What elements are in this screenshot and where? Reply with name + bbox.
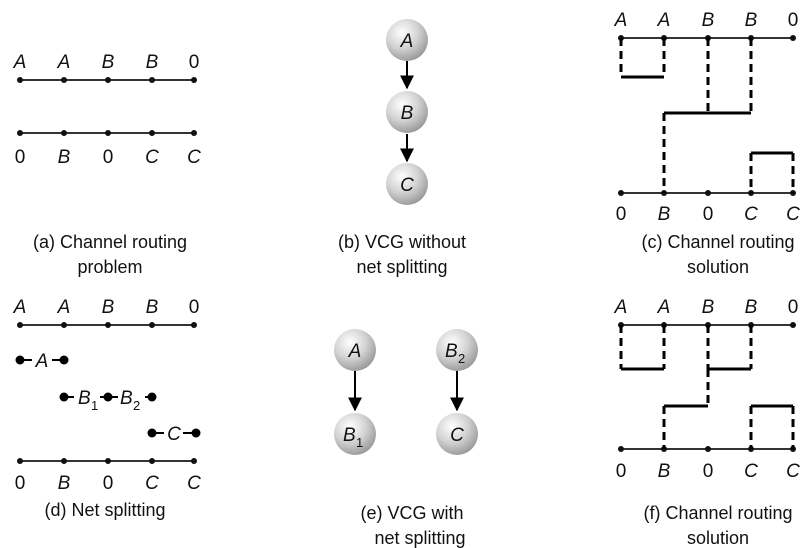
top-pin-label: A bbox=[13, 52, 27, 73]
bottom-pin-label: 0 bbox=[103, 473, 114, 494]
top-pin-label: 0 bbox=[788, 10, 799, 31]
top-pin-label: B bbox=[745, 10, 758, 31]
top-pin-label: B bbox=[146, 297, 159, 318]
net-b-route bbox=[662, 38, 753, 193]
top-pin-label: B bbox=[702, 297, 715, 318]
vcg-node-a bbox=[386, 19, 428, 61]
top-pins bbox=[17, 77, 197, 83]
node-label: A bbox=[400, 31, 414, 52]
segment-a: A bbox=[15, 351, 69, 372]
bottom-pin-label: 0 bbox=[703, 204, 714, 225]
top-pins bbox=[17, 322, 197, 328]
bottom-pin-label: B bbox=[58, 147, 71, 168]
node-subscript: 1 bbox=[356, 435, 363, 450]
caption-line-1: (a) Channel routing bbox=[33, 232, 187, 252]
top-pin-label: A bbox=[657, 297, 671, 318]
top-pin-label: A bbox=[57, 297, 71, 318]
node-label: B bbox=[343, 425, 356, 446]
panel-d-net-splitting: A B 1 B 2 C A A B B 0 bbox=[13, 297, 201, 520]
caption-line-1: (f) Channel routing bbox=[643, 503, 792, 523]
bottom-pin-label: C bbox=[786, 461, 800, 482]
bottom-pin-label: 0 bbox=[15, 473, 26, 494]
caption-line-1: (e) VCG with bbox=[360, 503, 463, 523]
caption-line-2: solution bbox=[687, 528, 749, 548]
bottom-pin-label: 0 bbox=[103, 147, 114, 168]
bottom-pin-label: B bbox=[658, 204, 671, 225]
caption-line-1: (b) VCG without bbox=[338, 232, 466, 252]
bottom-pin-label: 0 bbox=[15, 147, 26, 168]
segment-label: A bbox=[35, 351, 49, 372]
top-pin-label: 0 bbox=[189, 297, 200, 318]
segment-label: B bbox=[78, 388, 91, 409]
node-label: B bbox=[401, 103, 414, 124]
panel-b-vcg-without-splitting: A B C (b) VCG without net splitting bbox=[338, 19, 466, 277]
bottom-pins bbox=[17, 458, 197, 464]
net-b2-route bbox=[706, 325, 753, 371]
vcg-node-c bbox=[436, 413, 478, 455]
top-pin-label: A bbox=[614, 297, 628, 318]
segment-label: B bbox=[120, 388, 133, 409]
caption-line-2: net splitting bbox=[356, 257, 447, 277]
bottom-pin-label: B bbox=[658, 461, 671, 482]
panel-c-routing-solution: A A B B 0 0 B 0 C C (c) Channel routing … bbox=[614, 10, 800, 277]
bottom-pin-label: C bbox=[744, 461, 758, 482]
top-pin-label: B bbox=[102, 52, 115, 73]
net-c-route bbox=[749, 404, 795, 449]
bottom-pin-label: C bbox=[187, 473, 201, 494]
segment-b1: B 1 bbox=[59, 388, 113, 413]
bottom-pin-label: B bbox=[58, 473, 71, 494]
bottom-pin-label: 0 bbox=[616, 461, 627, 482]
panel-f-routing-solution: A A B B 0 0 B 0 C C (f) Channel routing … bbox=[614, 297, 800, 548]
bottom-pins bbox=[17, 130, 197, 136]
panel-a-channel-routing-problem: A A B B 0 0 B 0 C C (a) Channel routing … bbox=[13, 52, 201, 277]
caption-line-2: net splitting bbox=[374, 528, 465, 548]
top-pin-label: A bbox=[657, 10, 671, 31]
net-c-route bbox=[749, 151, 795, 193]
top-pin-label: 0 bbox=[788, 297, 799, 318]
net-a-route bbox=[619, 325, 666, 371]
vcg-node-b1 bbox=[334, 413, 376, 455]
node-label: C bbox=[400, 175, 414, 196]
vcg-node-b2 bbox=[436, 329, 478, 371]
segment-subscript: 2 bbox=[133, 398, 140, 413]
caption-line-1: (c) Channel routing bbox=[641, 232, 794, 252]
bottom-pin-label: 0 bbox=[703, 461, 714, 482]
caption-line-2: problem bbox=[77, 257, 142, 277]
top-pin-label: A bbox=[614, 10, 628, 31]
net-b1-route bbox=[662, 369, 710, 449]
vcg-node-a bbox=[334, 329, 376, 371]
node-label: A bbox=[348, 341, 362, 362]
node-subscript: 2 bbox=[458, 351, 465, 366]
panel-e-vcg-with-splitting: A B 1 B 2 C (e) VCG with net splitting bbox=[334, 329, 478, 548]
top-pin-label: A bbox=[13, 297, 27, 318]
bottom-pin-label: C bbox=[145, 147, 159, 168]
node-label: C bbox=[450, 425, 464, 446]
bottom-pin-label: C bbox=[786, 204, 800, 225]
net-a-route bbox=[619, 38, 666, 79]
top-pin-label: B bbox=[102, 297, 115, 318]
caption: (d) Net splitting bbox=[44, 500, 165, 520]
top-pin-label: A bbox=[57, 52, 71, 73]
bottom-pin-label: C bbox=[744, 204, 758, 225]
vcg-node-b bbox=[386, 91, 428, 133]
caption-line-2: solution bbox=[687, 257, 749, 277]
top-pin-label: B bbox=[146, 52, 159, 73]
top-pin-label: 0 bbox=[189, 52, 200, 73]
segment-label: C bbox=[167, 424, 181, 445]
top-pin-label: B bbox=[745, 297, 758, 318]
vcg-node-c bbox=[386, 163, 428, 205]
top-pin-label: B bbox=[702, 10, 715, 31]
segment-subscript: 1 bbox=[91, 398, 98, 413]
bottom-pin-label: C bbox=[145, 473, 159, 494]
bottom-pin-label: 0 bbox=[616, 204, 627, 225]
node-label: B bbox=[445, 341, 458, 362]
bottom-pin-label: C bbox=[187, 147, 201, 168]
segment-b2: B 2 bbox=[108, 388, 157, 413]
segment-c: C bbox=[147, 424, 201, 445]
